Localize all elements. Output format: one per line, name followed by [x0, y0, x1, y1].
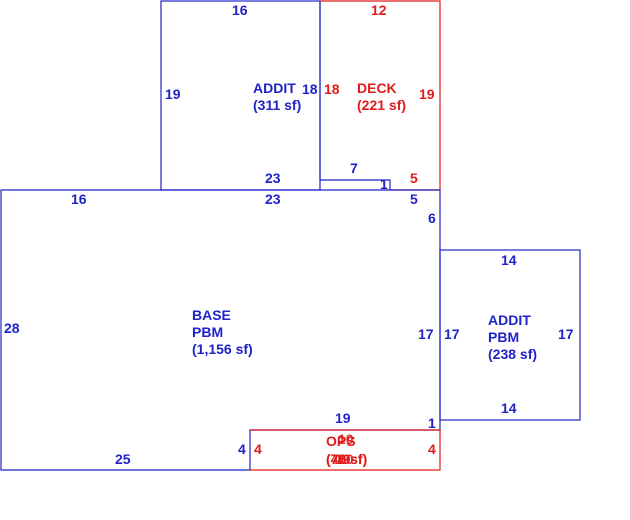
dim-addit-right-left: 17 [444, 326, 460, 342]
dim-base-top-mid: 23 [265, 191, 281, 207]
dim-ops-overlap-bottom: 10 [338, 451, 354, 467]
dim-ops-left: 4 [254, 441, 262, 457]
addit-top-area: (311 sf) [253, 97, 301, 113]
deck-notch-outline [319, 1, 391, 190]
dim-ops-bottom: 19 [335, 451, 351, 467]
dim-base-bottom: 25 [115, 451, 131, 467]
dim-base-left: 28 [4, 320, 20, 336]
dim-deck-bottom: 5 [410, 170, 418, 186]
addit-right-area: (238 sf) [488, 346, 537, 362]
dim-ops-right: 4 [428, 441, 436, 457]
addit-right-outline [439, 249, 581, 421]
dim-deck-top: 12 [371, 2, 387, 18]
addit-top-name: ADDIT [253, 80, 296, 96]
dim-addit-top-top: 16 [232, 2, 248, 18]
dim-base-notch-v: 4 [238, 441, 246, 457]
dim-addit-top-left: 19 [165, 86, 181, 102]
addit-top-outline [160, 0, 321, 191]
dim-ops-top: 19 [335, 410, 351, 426]
base-code: PBM [192, 324, 223, 340]
ops-outline [250, 429, 441, 471]
ops-name: OPS [326, 433, 356, 449]
dim-deck-notch-h: 7 [350, 160, 358, 176]
dim-base-right-lower: 17 [418, 326, 434, 342]
dim-deck-right: 19 [419, 86, 435, 102]
dim-addit-right-bottom: 14 [501, 400, 517, 416]
dim-addit-top-right: 18 [302, 81, 318, 97]
dim-deck-notch-v: 1 [380, 176, 388, 192]
ops-area: (76 sf) [326, 451, 367, 467]
deck-area: (221 sf) [357, 97, 406, 113]
deck-name: DECK [357, 80, 397, 96]
dim-addit-right-right: 17 [558, 326, 574, 342]
addit-right-name: ADDIT [488, 312, 531, 328]
dim-base-right-step: 1 [428, 415, 436, 431]
base-area: (1,156 sf) [192, 341, 253, 357]
ops-overlap-area: (40 sf) [326, 451, 367, 467]
dim-addit-top-bottom: 23 [265, 170, 281, 186]
dim-base-top-right: 5 [410, 191, 418, 207]
dim-addit-right-top: 14 [501, 252, 517, 268]
dim-base-right-upper: 6 [428, 210, 436, 226]
dim-ops-overlap-top: 10 [338, 431, 354, 447]
dim-deck-left: 18 [324, 81, 340, 97]
base-name: BASE [192, 307, 231, 323]
dim-base-top-left: 16 [71, 191, 87, 207]
addit-right-code: PBM [488, 329, 519, 345]
